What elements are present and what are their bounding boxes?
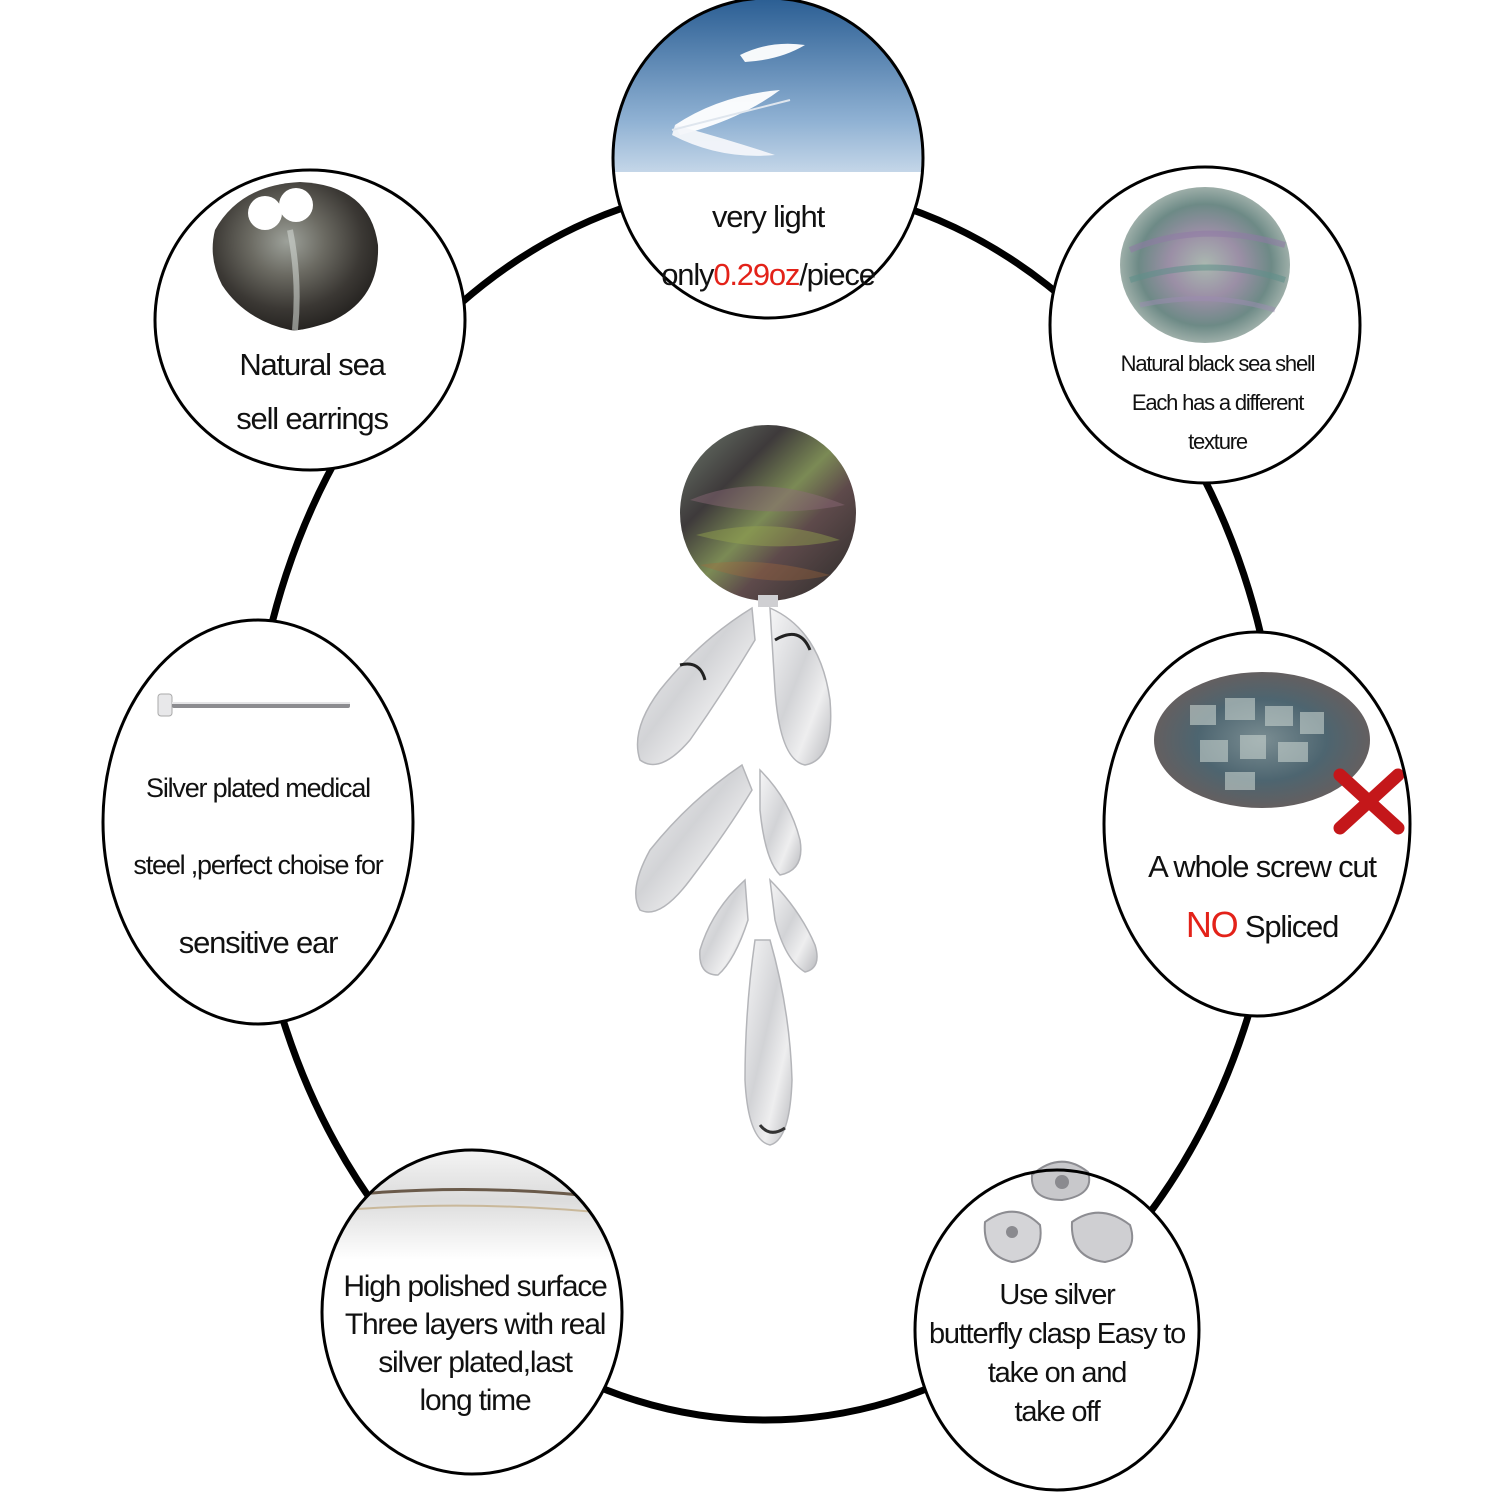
feature-medical-steel-line1: Silver plated medical bbox=[146, 773, 371, 803]
feature-light-text: very light only0.29oz/piece bbox=[628, 188, 908, 304]
feature-medical-steel-text: Silver plated medical steel ,perfect cho… bbox=[108, 750, 408, 981]
leaf-drop-earring-icon bbox=[635, 425, 856, 1146]
weight-prefix: only bbox=[661, 257, 714, 292]
feature-black-shell-text: Natural black sea shell Each has a diffe… bbox=[1080, 344, 1355, 461]
feature-whole-cut-text: A whole screw cut NO Spliced bbox=[1122, 838, 1402, 956]
weight-suffix: /piece bbox=[799, 257, 876, 292]
red-x-icon bbox=[1333, 768, 1405, 835]
feature-polished-line3: silver plated,last bbox=[378, 1346, 573, 1379]
feature-natural-shell-text: Natural sea sell earrings bbox=[182, 338, 442, 446]
feature-light-line2: only0.29oz/piece bbox=[628, 246, 908, 304]
feature-clasp-line1: Use silver bbox=[999, 1279, 1116, 1311]
no-emphasis: NO bbox=[1185, 904, 1239, 945]
feature-black-shell-line3: texture bbox=[1188, 429, 1248, 454]
feature-whole-cut-line1: A whole screw cut bbox=[1148, 849, 1377, 884]
feature-black-shell-line1: Natural black sea shell bbox=[1120, 351, 1316, 376]
feature-clasp-line2: butterfly clasp Easy to bbox=[928, 1318, 1186, 1350]
sea-shell-icon bbox=[212, 182, 379, 331]
feature-polished-line1: High polished surface bbox=[343, 1270, 608, 1303]
feature-medical-steel-line2: steel ,perfect choise for bbox=[133, 850, 383, 880]
feather-icon bbox=[671, 43, 805, 156]
spliced-text: Spliced bbox=[1237, 909, 1339, 944]
feature-medical-steel bbox=[101, 618, 415, 1026]
feature-polished-text: High polished surface Three layers with … bbox=[330, 1268, 620, 1420]
feature-clasp-text: Use silver butterfly clasp Easy to take … bbox=[912, 1276, 1202, 1432]
shell-texture-icon bbox=[1120, 187, 1290, 343]
feature-clasp-line3: take on and bbox=[987, 1357, 1128, 1389]
spliced-abalone-icon bbox=[1154, 672, 1370, 808]
feature-polished-line4: long time bbox=[419, 1384, 532, 1417]
feature-natural-shell-line2: sell earrings bbox=[236, 401, 389, 436]
feature-medical-steel-line3: sensitive ear bbox=[178, 925, 339, 960]
feature-whole-cut bbox=[1102, 630, 1412, 1018]
feature-clasp-line4: take off bbox=[1014, 1396, 1101, 1428]
feature-natural-shell-line1: Natural sea bbox=[239, 347, 386, 382]
feature-whole-cut-line2: NO Spliced bbox=[1122, 896, 1402, 956]
feature-polished-line2: Three layers with real bbox=[344, 1308, 607, 1341]
feature-light-line1: very light bbox=[711, 199, 825, 234]
earring-pin-icon bbox=[157, 693, 350, 717]
feature-black-shell-line2: Each has a different bbox=[1131, 390, 1304, 415]
feature-clasp bbox=[913, 1160, 1201, 1492]
feature-natural-shell bbox=[153, 168, 467, 472]
feature-black-shell bbox=[1048, 165, 1362, 485]
weight-value: 0.29oz bbox=[713, 257, 800, 292]
